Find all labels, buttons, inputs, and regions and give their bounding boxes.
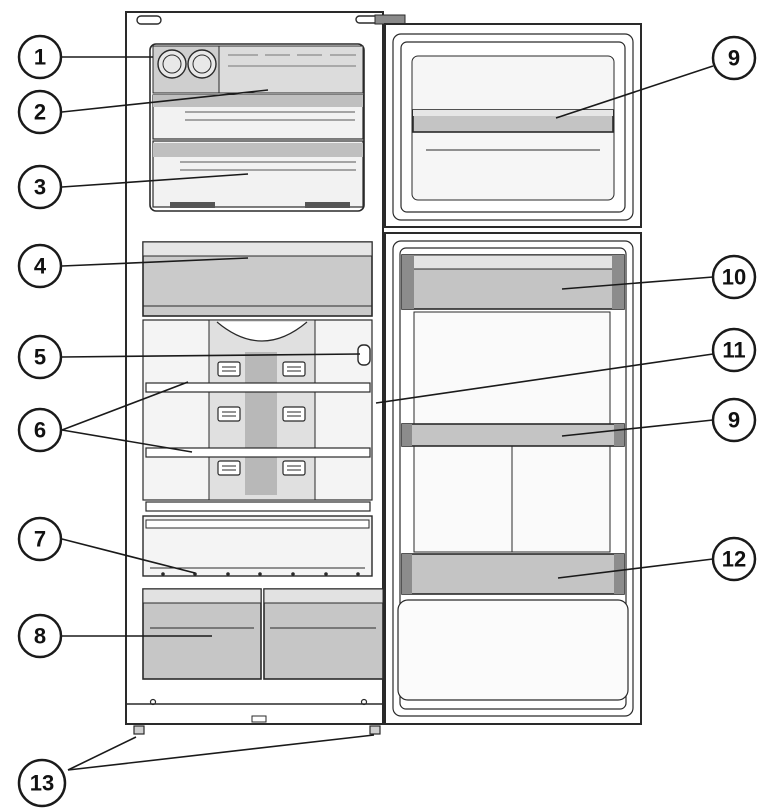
svg-text:12: 12 [722, 547, 746, 572]
callout-12: 12 [711, 536, 757, 582]
callout-8: 8 [17, 613, 63, 659]
callout-5: 5 [17, 334, 63, 380]
svg-text:10: 10 [722, 265, 746, 290]
callout-11: 11 [711, 327, 757, 373]
callout-6: 6 [17, 407, 63, 453]
adjustable-foot-right [369, 725, 381, 735]
crisper-cover [142, 515, 373, 577]
svg-text:6: 6 [34, 418, 46, 443]
callout-9-middle: 9 [711, 397, 757, 443]
callout-1: 1 [17, 34, 63, 80]
svg-text:11: 11 [722, 338, 745, 363]
glass-shelves [145, 382, 371, 512]
callout-4: 4 [17, 243, 63, 289]
svg-text:5: 5 [34, 345, 46, 370]
svg-text:3: 3 [34, 175, 46, 200]
callout-13: 13 [17, 758, 67, 808]
freezer-door [384, 23, 642, 228]
refrigerator-interior [142, 319, 373, 512]
svg-text:9: 9 [728, 46, 740, 71]
callout-2: 2 [17, 89, 63, 135]
thermostat-knob [357, 344, 371, 366]
svg-text:4: 4 [34, 254, 47, 279]
svg-text:7: 7 [34, 527, 46, 552]
svg-text:1: 1 [34, 45, 46, 70]
leader-lines [61, 56, 714, 771]
crisper-drawers [142, 588, 384, 680]
callout-7: 7 [17, 516, 63, 562]
callout-3: 3 [17, 164, 63, 210]
chiller-tray [142, 241, 373, 317]
callout-10: 10 [711, 254, 757, 300]
freezer-compartment [149, 43, 365, 212]
adjustable-foot-left [133, 725, 145, 735]
svg-text:2: 2 [34, 100, 46, 125]
callout-9-top: 9 [711, 35, 757, 81]
svg-text:8: 8 [34, 624, 46, 649]
svg-text:13: 13 [30, 771, 54, 796]
refrigerator-door [384, 232, 642, 725]
svg-text:9: 9 [728, 408, 740, 433]
